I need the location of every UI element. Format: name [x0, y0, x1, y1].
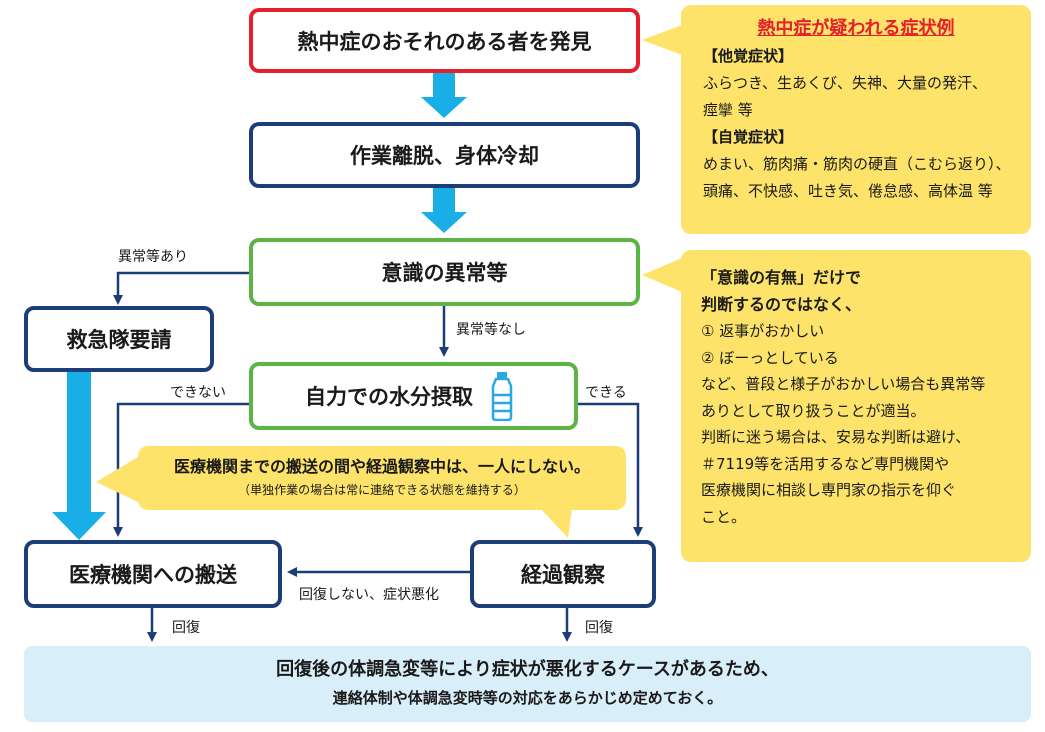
note-line4: ② ぼーっとしている: [701, 348, 839, 367]
observe-box: 経過観察: [470, 540, 656, 608]
objective-line2: 痙攣 等: [703, 101, 753, 119]
label-can: できる: [585, 385, 627, 401]
arrow-abnormal-yes: [113, 271, 249, 305]
note-line8: ＃7119等を活用するなど専門機関や: [701, 454, 950, 473]
note-line9: 医療機関に相談し専門家の指示を仰ぐ: [701, 481, 957, 499]
hospital-label: 医療機関への搬送: [69, 563, 237, 587]
subjective-line1: めまい、筋肉痛・筋肉の硬直（こむら返り）、: [703, 155, 1011, 173]
label-not-recovered: 回復しない、症状悪化: [299, 587, 439, 603]
cooling-box: 作業離脱、身体冷却: [249, 122, 640, 188]
water-bottle-icon: [491, 372, 513, 421]
consciousness-label: 意識の異常等: [381, 261, 508, 285]
label-cannot: できない: [170, 385, 226, 401]
footer-line2: 連絡体制や体調急変時等の対応をあらかじめ定めておく。: [332, 689, 723, 707]
consciousness-box: 意識の異常等: [249, 238, 640, 306]
consciousness-note: 「意識の有無」だけで 判断するのではなく、 ① 返事がおかしい ② ぼーっとして…: [681, 250, 1031, 562]
note-line2: 判断するのではなく、: [701, 294, 862, 314]
objective-line1: ふらつき、生あくび、失神、大量の発汗、: [703, 74, 987, 92]
subjective-line2: 頭痛、不快感、吐き気、倦怠感、高体温 等: [703, 182, 993, 200]
discover-label: 熱中症のおそれのある者を発見: [297, 29, 592, 54]
never-alone-note: 医療機関までの搬送の間や経過観察中は、一人にしない。 （単独作業の場合は常に連絡…: [138, 446, 626, 510]
never-alone-line1: 医療機関までの搬送の間や経過観察中は、一人にしない。: [173, 457, 590, 476]
footer-note: 回復後の体調急変等により症状が悪化するケースがあるため、 連絡体制や体調急変時等…: [24, 646, 1031, 722]
cyan-arrow-3: [52, 370, 106, 540]
bubble-tail-symptoms: [642, 25, 682, 55]
note-line6: ありとして取り扱うことが適当。: [701, 401, 926, 420]
label-recovered-left: 回復: [172, 620, 200, 636]
ambulance-label: 救急隊要請: [66, 328, 172, 352]
note-line3: ① 返事がおかしい: [701, 322, 825, 340]
label-abnormal-no: 異常等なし: [456, 322, 526, 338]
note-line7: 判断に迷う場合は、安易な判断は避け、: [701, 428, 971, 446]
hydration-box: 自力での水分摂取: [249, 362, 578, 430]
cyan-arrow-2: [421, 188, 467, 233]
ambulance-box: 救急隊要請: [24, 306, 214, 372]
symptoms-note: 熱中症が疑われる症状例 【他覚症状】 ふらつき、生あくび、失神、大量の発汗、 痙…: [681, 5, 1031, 234]
note-line1: 「意識の有無」だけで: [701, 268, 862, 287]
cyan-arrow-1: [421, 73, 467, 118]
never-alone-line2: （単独作業の場合は常に連絡できる状態を維持する）: [238, 483, 526, 497]
hospital-box: 医療機関への搬送: [24, 540, 282, 608]
hydration-label: 自力での水分摂取: [305, 385, 473, 409]
bubble-tail-consciousness: [642, 258, 682, 292]
subjective-heading: 【自覚症状】: [703, 128, 794, 146]
label-recovered-right: 回復: [585, 620, 613, 636]
symptoms-title: 熱中症が疑われる症状例: [757, 18, 955, 39]
note-line10: こと。: [701, 507, 747, 526]
cooling-label: 作業離脱、身体冷却: [350, 144, 539, 168]
arrow-can: [578, 402, 643, 537]
label-abnormal-yes: 異常等あり: [118, 249, 188, 265]
objective-heading: 【他覚症状】: [703, 47, 794, 65]
bubble-tail-alone-right: [540, 508, 572, 538]
discover-box: 熱中症のおそれのある者を発見: [249, 8, 640, 73]
bubble-tail-alone-left: [96, 457, 138, 502]
note-line5: など、普段と様子がおかしい場合も異常等: [701, 375, 986, 393]
observe-label: 経過観察: [521, 563, 605, 587]
footer-line1: 回復後の体調急変等により症状が悪化するケースがあるため、: [276, 659, 779, 680]
